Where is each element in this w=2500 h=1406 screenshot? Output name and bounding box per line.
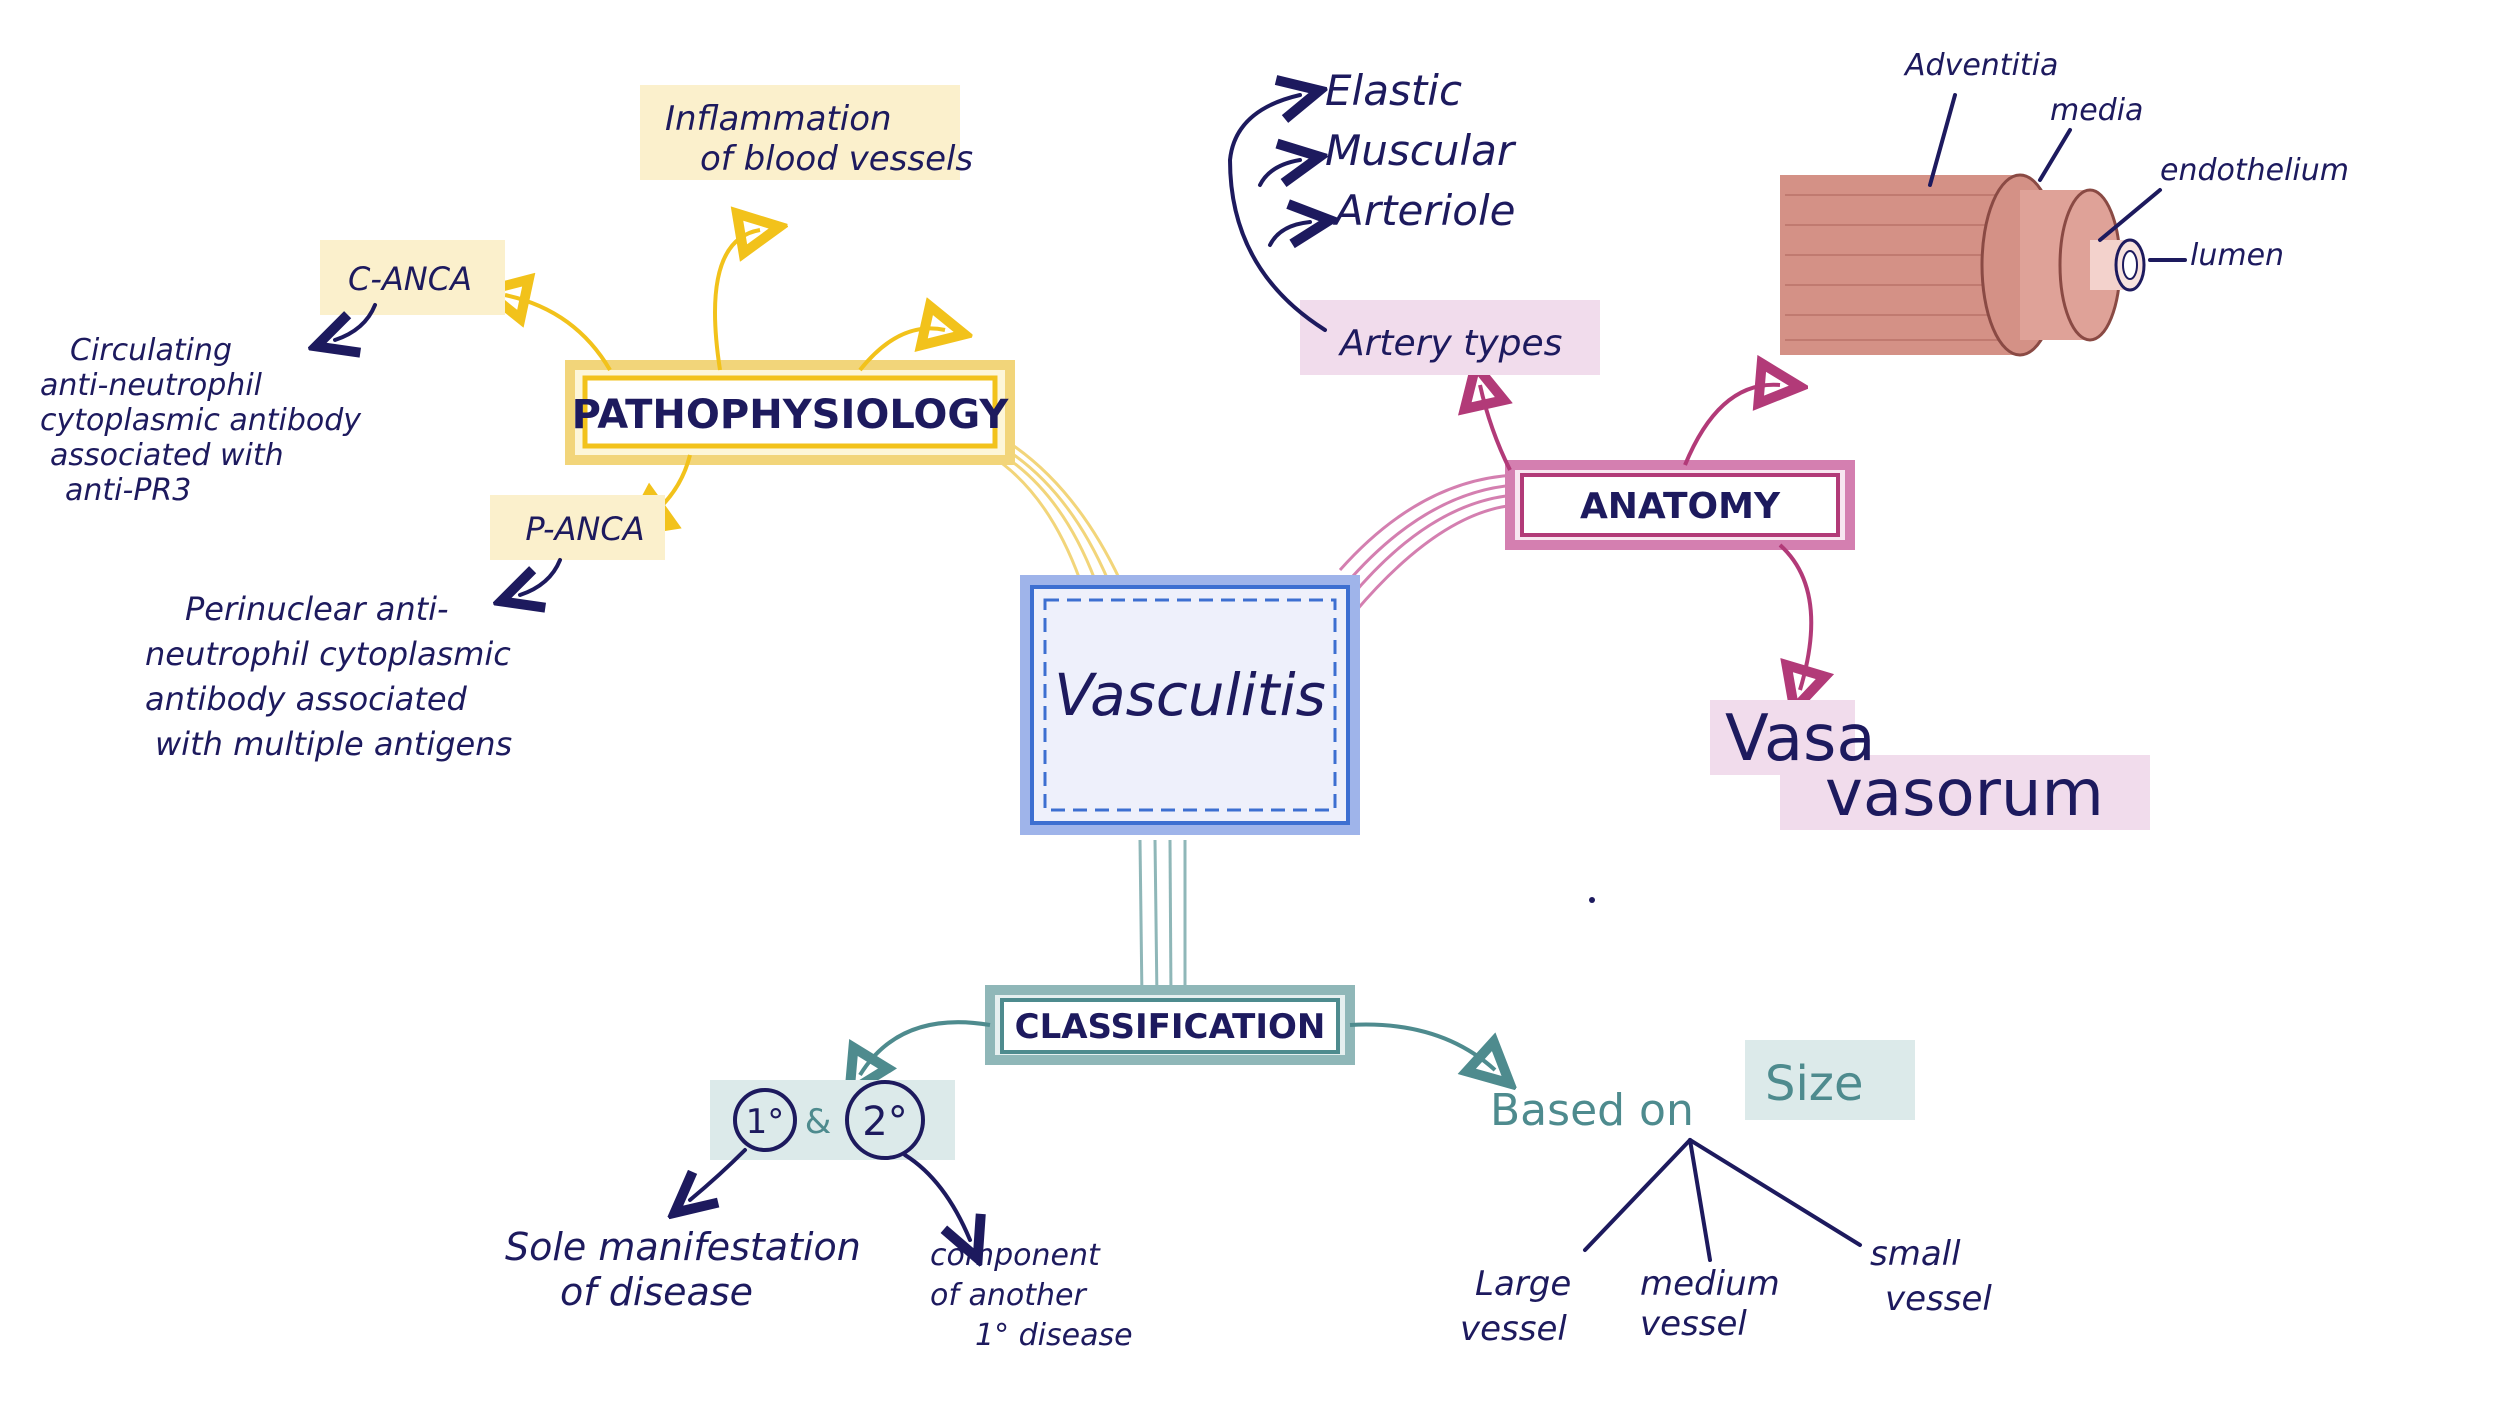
artery-type-elastic: Elastic (1325, 66, 1462, 115)
inflammation-line-1: Inflammation (665, 99, 892, 139)
svg-text:anti-PR3: anti-PR3 (65, 473, 191, 508)
layer-lumen: lumen (2190, 238, 2284, 273)
layer-media: media (2050, 93, 2143, 128)
layer-adventitia: Adventitia (1903, 48, 2058, 83)
vessel-cross-section-illustration (1780, 93, 2187, 357)
size-medium-line-1: medium (1640, 1264, 1780, 1304)
primary-badge[interactable]: 1° (733, 1088, 797, 1152)
size-large-line-2: vessel (1460, 1309, 1567, 1349)
size-medium-line-2: vessel (1640, 1304, 1747, 1344)
anatomy-branches (1480, 385, 1811, 690)
vasa-label: Vasa (1725, 702, 1876, 776)
classification-label: CLASSIFICATION (1015, 1007, 1326, 1047)
primary-secondary-amp: & (805, 1102, 832, 1142)
p-anca-highlight (490, 495, 665, 560)
c-anca-label: C-ANCA (348, 260, 472, 298)
secondary-desc-line-3: 1° disease (975, 1318, 1133, 1353)
size-large-line-1: Large (1475, 1264, 1571, 1304)
connector-anatomy (1338, 473, 1516, 613)
vasorum-highlight (1780, 755, 2150, 830)
size-highlight (1745, 1040, 1915, 1120)
artery-type-muscular: Muscular (1325, 126, 1517, 175)
layer-endothelium: endothelium (2160, 153, 2349, 188)
stray-dot (1589, 897, 1595, 903)
artery-type-arteriole: Arteriole (1332, 186, 1515, 235)
size-tree-lines (1583, 1138, 1862, 1262)
inflammation-highlight (640, 85, 960, 180)
artery-types-highlight (1300, 300, 1600, 375)
secondary-badge[interactable]: 2° (845, 1080, 925, 1160)
anatomy-label: ANATOMY (1580, 486, 1781, 527)
primary-desc-line-1: Sole manifestation (505, 1225, 861, 1269)
primary-desc-line-2: of disease (560, 1270, 753, 1314)
svg-text:anti-neutrophil: anti-neutrophil (40, 368, 263, 403)
pathophysiology-node[interactable]: PATHOPHYSIOLOGY (565, 360, 1015, 465)
c-anca-highlight (320, 240, 505, 315)
size-small-line-2: vessel (1885, 1279, 1992, 1319)
connector-classification (1138, 839, 1187, 1001)
inflammation-line-2: of blood vessels (700, 139, 973, 179)
svg-text:Circulating: Circulating (70, 333, 232, 368)
pathophysiology-label: PATHOPHYSIOLOGY (572, 392, 1010, 438)
based-on-label: Based on (1490, 1085, 1694, 1136)
svg-text:associated with: associated with (50, 438, 284, 473)
svg-text:Perinuclear anti-: Perinuclear anti- (185, 590, 449, 628)
secondary-arrow (903, 1153, 970, 1240)
artery-types-label: Artery types (1338, 323, 1562, 364)
artery-types-bracket (1228, 95, 1325, 332)
svg-text:2°: 2° (862, 1099, 907, 1145)
anatomy-node[interactable]: ANATOMY (1505, 460, 1855, 550)
p-anca-description: Perinuclear anti- neutrophil cytoplasmic… (145, 590, 512, 763)
p-anca-arrow (520, 558, 562, 595)
vasorum-label: vasorum (1825, 757, 2104, 831)
size-small-line-1: small (1870, 1234, 1961, 1274)
p-anca-label: P-ANCA (525, 510, 644, 548)
c-anca-arrow (335, 303, 377, 340)
classification-node[interactable]: CLASSIFICATION (985, 985, 1355, 1065)
secondary-desc-line-1: component (930, 1238, 1101, 1273)
svg-text:antibody associated: antibody associated (145, 680, 468, 718)
svg-text:with multiple antigens: with multiple antigens (155, 725, 512, 763)
size-label: Size (1765, 1056, 1864, 1112)
svg-text:neutrophil cytoplasmic: neutrophil cytoplasmic (145, 635, 511, 673)
svg-text:cytoplasmic antibody: cytoplasmic antibody (40, 403, 362, 438)
primary-arrow (690, 1148, 747, 1200)
svg-text:1°: 1° (746, 1102, 785, 1142)
center-label: Vasculitis (1054, 661, 1326, 729)
secondary-desc-line-2: of another (930, 1278, 1087, 1313)
c-anca-description: Circulating anti-neutrophil cytoplasmic … (40, 333, 362, 508)
center-node[interactable]: Vasculitis (1020, 575, 1360, 835)
classification-branches (860, 1020, 1495, 1075)
